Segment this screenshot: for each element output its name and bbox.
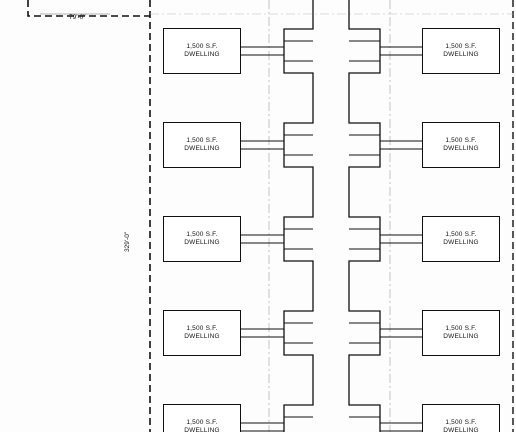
dwelling-area-label: 1,500 S.F. [186, 231, 218, 238]
dwelling-area-label: 1,500 S.F. [186, 43, 218, 50]
dwelling-area-label: 1,500 S.F. [186, 419, 218, 426]
dwelling-left-1: 1,500 S.F.DWELLING [163, 28, 241, 74]
dimension-label-left: 329'-0" [124, 231, 131, 252]
dwelling-area-label: 1,500 S.F. [445, 419, 477, 426]
street-edge-right [348, 0, 381, 432]
dwelling-type-label: DWELLING [184, 145, 220, 152]
dwelling-left-5: 1,500 S.F.DWELLING [163, 404, 241, 432]
dwelling-type-label: DWELLING [443, 51, 479, 58]
dwelling-area-label: 1,500 S.F. [445, 231, 477, 238]
property-line-top [27, 0, 150, 17]
dwelling-right-1: 1,500 S.F.DWELLING [422, 28, 500, 74]
dwelling-type-label: DWELLING [184, 333, 220, 340]
dwelling-area-label: 1,500 S.F. [445, 137, 477, 144]
dwelling-area-label: 1,500 S.F. [445, 325, 477, 332]
dwelling-type-label: DWELLING [184, 51, 220, 58]
dwelling-left-3: 1,500 S.F.DWELLING [163, 216, 241, 262]
dwelling-left-2: 1,500 S.F.DWELLING [163, 122, 241, 168]
dwelling-type-label: DWELLING [443, 145, 479, 152]
dwelling-right-4: 1,500 S.F.DWELLING [422, 310, 500, 356]
dwelling-type-label: DWELLING [443, 333, 479, 340]
dwelling-area-label: 1,500 S.F. [186, 325, 218, 332]
dwelling-type-label: DWELLING [184, 427, 220, 432]
dwelling-type-label: DWELLING [443, 239, 479, 246]
dwelling-right-5: 1,500 S.F.DWELLING [422, 404, 500, 432]
driveway-connectors [241, 40, 422, 432]
dwelling-right-2: 1,500 S.F.DWELLING [422, 122, 500, 168]
street-edge-left [283, 0, 314, 432]
dwelling-type-label: DWELLING [443, 427, 479, 432]
dwelling-type-label: DWELLING [184, 239, 220, 246]
dwelling-area-label: 1,500 S.F. [445, 43, 477, 50]
dwelling-right-3: 1,500 S.F.DWELLING [422, 216, 500, 262]
dwelling-area-label: 1,500 S.F. [186, 137, 218, 144]
dimension-label-top: 79'-0" [69, 14, 86, 21]
dwelling-left-4: 1,500 S.F.DWELLING [163, 310, 241, 356]
